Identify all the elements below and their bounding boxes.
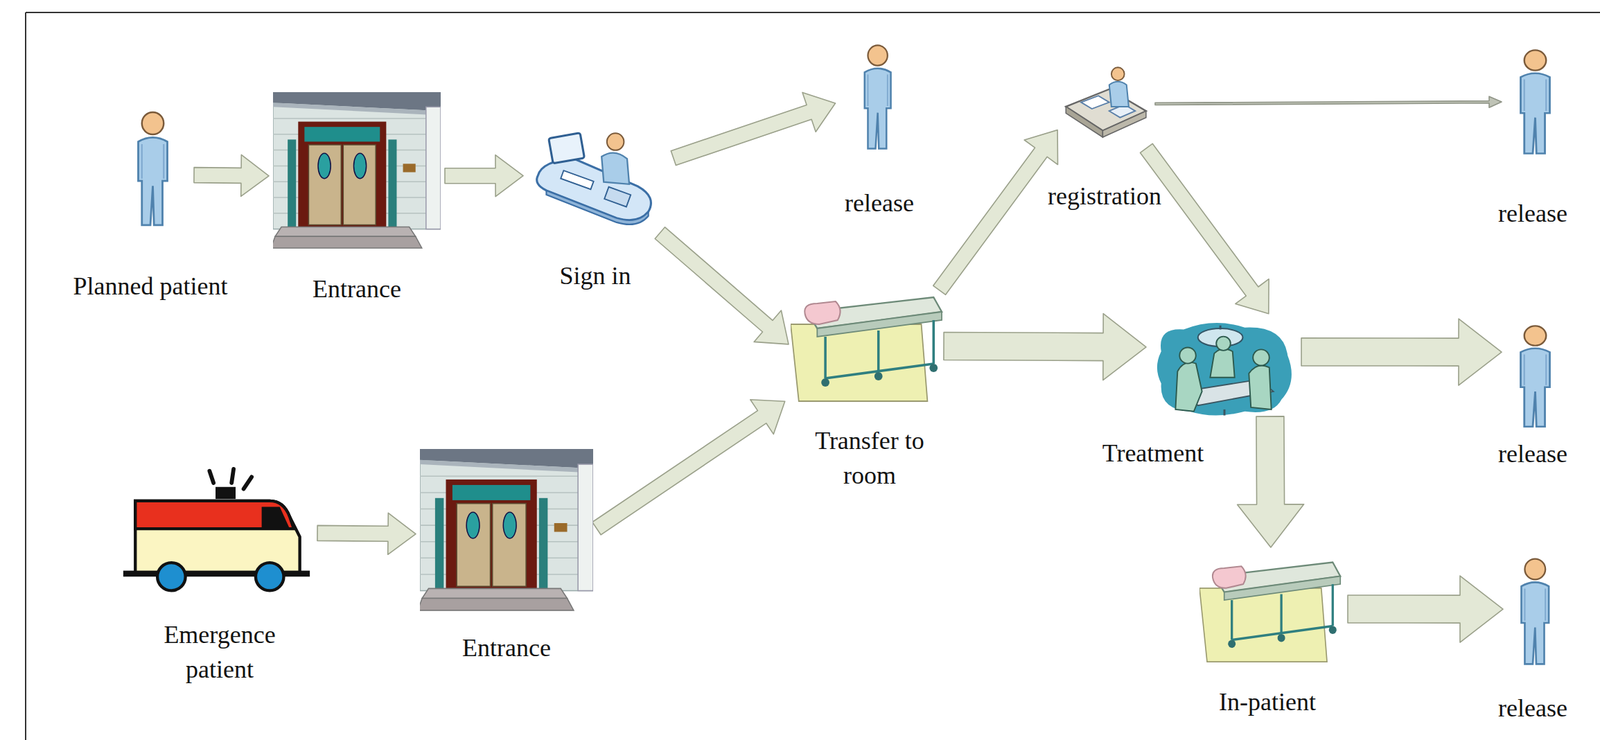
- entrance-door: Entrance: [419, 449, 594, 613]
- entrance-door-drawing: [273, 92, 441, 251]
- sign-in-desk: Sign in: [531, 120, 659, 227]
- node-label: release: [1498, 690, 1568, 726]
- flow-arrow: [317, 512, 416, 555]
- ambulance: Emergence patient: [121, 467, 312, 597]
- node-label: Transfer to room: [810, 423, 929, 494]
- node-label: Planned patient: [73, 268, 228, 304]
- patient-figure: release: [853, 40, 898, 154]
- registration-desk-drawing: [1061, 63, 1149, 145]
- node-label: release: [844, 185, 914, 221]
- patient-figure-drawing: [1508, 45, 1558, 158]
- flow-arrow: [1237, 416, 1305, 548]
- entrance-door-drawing: [419, 449, 594, 613]
- patient-figure: release: [1508, 45, 1558, 158]
- node-label: In-patient: [1218, 684, 1316, 720]
- flow-arrow: [194, 154, 269, 197]
- node-label: release: [1498, 196, 1568, 231]
- patient-figure: release: [1508, 321, 1558, 432]
- patient-figure-drawing: [1508, 321, 1558, 432]
- patient-figure: release: [1509, 554, 1556, 669]
- node-label: release: [1498, 436, 1568, 472]
- flow-arrow: [670, 92, 835, 165]
- flow-arrow: [592, 399, 786, 535]
- patient-figure-drawing: [1509, 554, 1556, 669]
- node-label: Treatment: [1102, 435, 1205, 471]
- flow-arrow: [943, 313, 1147, 381]
- flow-arrow: [1155, 96, 1502, 108]
- hospital-bed-drawing: [790, 288, 944, 404]
- entrance-door: Entrance: [273, 92, 441, 251]
- node-label: Sign in: [559, 258, 631, 294]
- patient-figure: Planned patient: [126, 107, 175, 231]
- node-label: Entrance: [312, 271, 402, 307]
- flow-arrow: [444, 155, 524, 197]
- node-label: Entrance: [462, 630, 551, 666]
- patient-figure-drawing: [853, 40, 898, 154]
- patient-figure-drawing: [126, 107, 175, 231]
- node-label: registration: [1047, 178, 1162, 214]
- flow-arrow: [933, 130, 1059, 296]
- hospital-bed: Transfer to room: [790, 288, 944, 404]
- node-label: Emergence patient: [129, 617, 310, 688]
- hospital-bed-drawing: [1199, 554, 1343, 664]
- sign-in-desk-drawing: [531, 120, 659, 227]
- registration-desk: registration: [1061, 63, 1149, 145]
- flow-arrow: [1140, 143, 1270, 314]
- flow-arrow: [654, 227, 789, 345]
- ambulance-drawing: [121, 467, 312, 597]
- treatment-scene: Treatment: [1153, 321, 1296, 417]
- hospital-bed: In-patient: [1199, 554, 1343, 664]
- flow-arrow: [1347, 575, 1503, 643]
- treatment-scene-drawing: [1153, 321, 1296, 417]
- flow-arrow: [1301, 318, 1502, 386]
